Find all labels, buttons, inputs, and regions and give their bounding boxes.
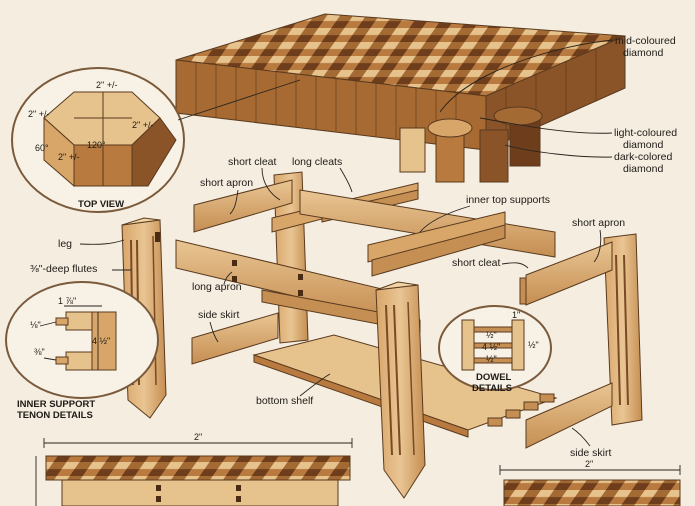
tenon-dim-gap: ⅜" [34,347,45,357]
top-view-dim-right: 2" +/- [132,120,153,130]
label-side-skirt-right: side skirt [570,447,612,459]
tenon-details-callout: 1 ⅞" ⅛" 4 ½" ⅜" INNER SUPPORT TENON DETA… [5,281,159,421]
label-long-apron: long apron [192,281,242,293]
top-view-callout: 2" +/- 2" +/- 2" +/- 2" +/- 60° 120° TOP… [11,67,185,213]
dowel-dim-half-3: ½" [528,340,539,350]
label-short-cleat-top: short cleat [228,156,277,168]
label-mid-diamond-1: mid-coloured [615,35,676,47]
top-view-leader [177,79,301,121]
bottom-dim-left: 2" [194,432,202,442]
exploded-diamond-blocks [399,106,543,183]
label-inner-top-supports: inner top supports [466,194,550,206]
tenon-dim-width: 1 ⅞" [58,296,76,306]
top-view-dim-top: 2" +/- [96,80,117,90]
dowel-title-2: DETAILS [472,383,512,394]
label-short-apron-right: short apron [572,217,625,229]
label-side-skirt-left: side skirt [198,309,240,321]
dowel-title-1: DOWEL [476,372,512,383]
label-light-diamond-2: diamond [623,139,663,151]
dowel-dim-height: 4 ½" [482,342,500,352]
tenon-title-1: INNER SUPPORT [17,399,95,410]
label-dark-diamond-1: dark-colored [614,151,673,163]
label-light-diamond-1: light-coloured [614,127,677,139]
label-short-apron-left: short apron [200,177,253,189]
front-elevation: 2" [35,432,353,506]
labels: mid-coloured diamond light-coloured diam… [30,35,677,459]
tenon-title-2: TENON DETAILS [17,410,93,421]
dowel-dim-top: 1" [512,310,520,320]
label-leg: leg [58,238,72,250]
dowel-dim-half-2: ½" [486,354,497,364]
label-dark-diamond-2: diamond [623,163,663,175]
top-view-angle-60: 60° [35,143,49,153]
dowel-dim-half-1: ½" [486,330,497,340]
label-bottom-shelf: bottom shelf [256,395,313,407]
top-view-dim-bottom: 2" +/- [58,152,79,162]
top-view-dim-left: 2" +/- [28,109,49,119]
dowel-details-callout: 1" ½" 4 ½" ½" ½" DOWEL DETAILS [438,305,552,394]
top-view-angle-120: 120° [87,140,106,150]
top-front-stripes [195,49,597,145]
label-long-cleats: long cleats [292,156,342,168]
label-mid-diamond-2: diamond [623,47,663,59]
top-view-title: TOP VIEW [78,199,124,210]
side-elevation: 2" [499,459,681,506]
bottom-dim-right: 2" [585,459,593,469]
label-short-cleat-right: short cleat [452,257,501,269]
tenon-dim-height: 4 ½" [92,336,110,346]
label-flutes: ⅜"-deep flutes [30,263,97,275]
tenon-dim-small: ⅛" [30,320,41,330]
base-frame [175,171,643,499]
